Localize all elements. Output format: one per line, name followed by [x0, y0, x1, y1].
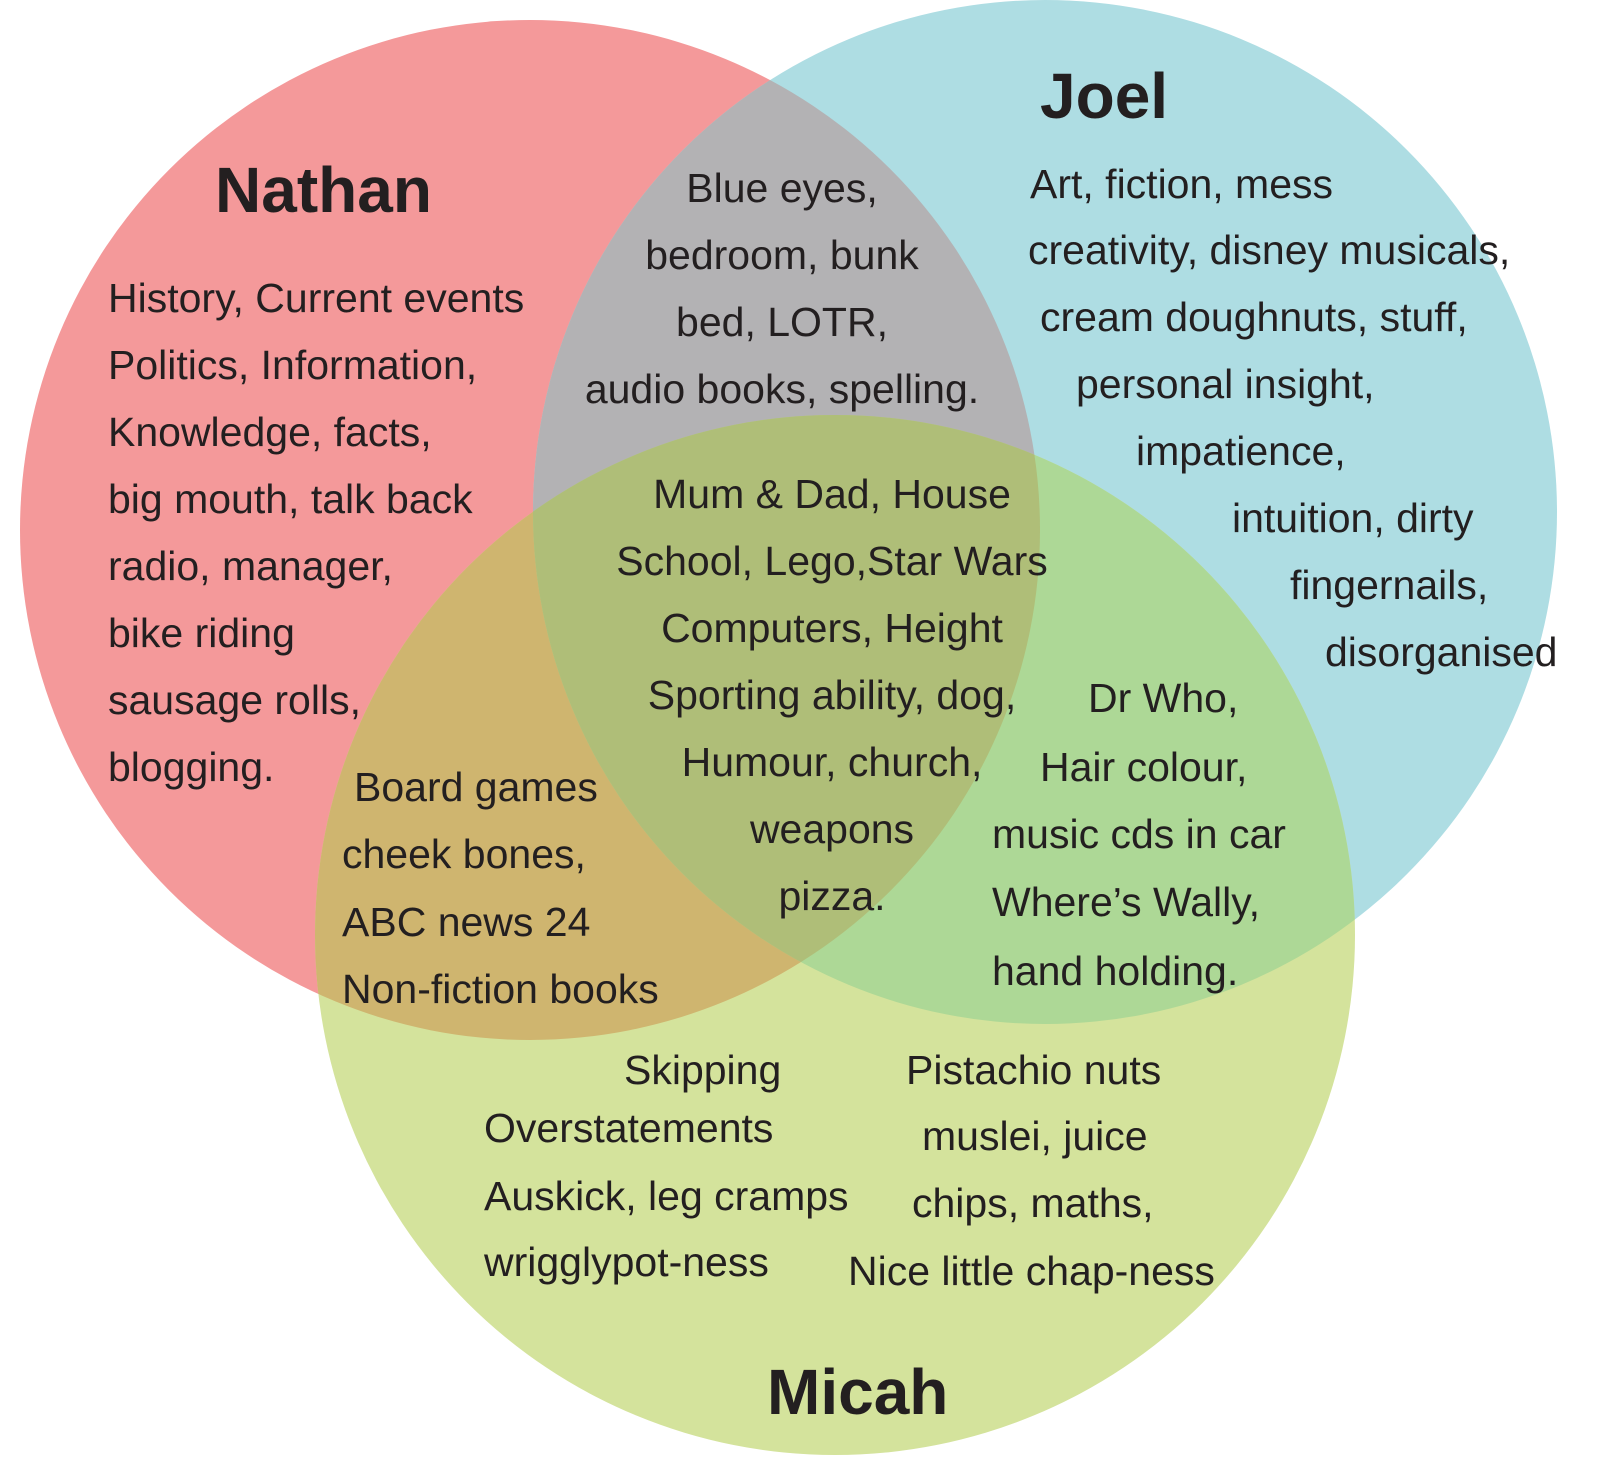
joel-only-text: Art, fiction, mess creativity, disney mus… [1028, 161, 1558, 675]
region-text-line: audio books, spelling. [585, 366, 979, 412]
region-text-line: Pistachio nuts [906, 1047, 1161, 1093]
region-text-line: weapons [749, 806, 914, 852]
region-text-line: Dr Who, [1088, 675, 1238, 721]
region-text-line: Skipping [624, 1047, 781, 1093]
region-text-line: Humour, church, [682, 739, 983, 785]
region-text-line: chips, maths, [912, 1180, 1154, 1226]
region-text-line: bed, LOTR, [676, 299, 888, 345]
region-text-line: radio, manager, [108, 543, 393, 589]
region-text-line: cheek bones, [342, 831, 586, 877]
region-text-line: fingernails, [1290, 562, 1488, 608]
nathan-label: Nathan [215, 154, 432, 226]
region-text-line: big mouth, talk back [108, 476, 473, 522]
region-text-line: Non-fiction books [342, 966, 659, 1012]
region-text-line: cream doughnuts, stuff, [1040, 294, 1468, 340]
region-text-line: creativity, disney musicals, [1028, 227, 1510, 273]
region-text-line: ABC news 24 [342, 899, 590, 945]
region-text-line: Politics, Information, [108, 342, 477, 388]
nathan-micah-text: Board games cheek bones, ABC news 24 Non-fi… [342, 764, 659, 1012]
region-text-line: hand holding. [992, 948, 1238, 994]
region-text-line: pizza. [778, 873, 885, 919]
region-text-line: Overstatements [484, 1105, 773, 1151]
region-text-line: Knowledge, facts, [108, 409, 432, 455]
region-text-line: Board games [354, 764, 598, 810]
region-text-line: music cds in car [992, 811, 1286, 857]
region-text-line: History, Current events [108, 275, 524, 321]
region-text-line: Mum & Dad, House [653, 471, 1011, 517]
region-text-line: Art, fiction, mess [1030, 161, 1333, 207]
region-text-line: disorganised [1325, 629, 1558, 675]
joel-label: Joel [1040, 60, 1168, 132]
region-text-line: Hair colour, [1040, 744, 1247, 790]
region-text-line: Where’s Wally, [992, 879, 1260, 925]
region-text-line: muslei, juice [922, 1113, 1148, 1159]
region-text-line: Sporting ability, dog, [648, 672, 1016, 718]
region-text-line: Nice little chap-ness [848, 1248, 1215, 1294]
region-text-line: blogging. [108, 744, 274, 790]
region-text-line: bedroom, bunk [645, 232, 919, 278]
region-text-line: bike riding [108, 610, 295, 656]
region-text-line: School, Lego,Star Wars [616, 538, 1047, 584]
region-text-line: sausage rolls, [108, 677, 361, 723]
all-three-overlap [533, 415, 1040, 1024]
region-text-line: wrigglypot-ness [483, 1239, 769, 1285]
region-text-line: personal insight, [1076, 361, 1375, 407]
region-text-line: Auskick, leg cramps [484, 1173, 849, 1219]
region-text-line: Computers, Height [661, 605, 1003, 651]
micah-label: Micah [767, 1356, 948, 1428]
region-text-line: Blue eyes, [686, 165, 877, 211]
micah-only-right-text: Pistachio nuts muslei, juice chips, maths,… [848, 1047, 1215, 1294]
region-text-line: impatience, [1136, 428, 1346, 474]
region-text-line: intuition, dirty [1232, 495, 1474, 541]
nathan-joel-text: Blue eyes, bedroom, bunk bed, LOTR, audio b… [585, 165, 979, 412]
